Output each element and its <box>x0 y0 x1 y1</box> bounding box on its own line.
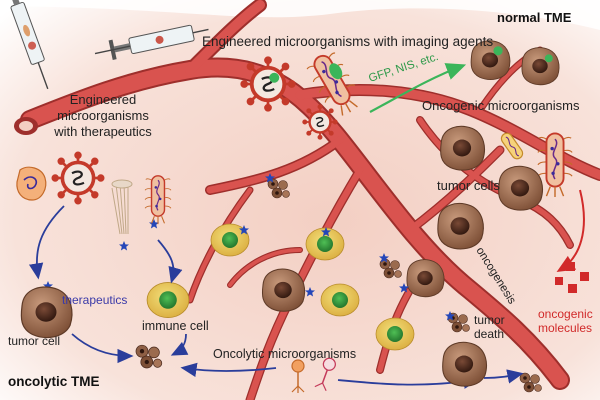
tumor-death-line2: death <box>474 327 504 341</box>
oncolytic-tme-label: oncolytic TME <box>8 374 100 389</box>
imaging-arrow <box>369 63 467 113</box>
tumor-death-line1: tumor <box>474 313 505 327</box>
tumor-cell <box>497 165 544 211</box>
immune-cell <box>320 283 360 317</box>
dying-tumor-cell <box>441 341 488 387</box>
oncogenic-small-bacterium-icon <box>500 132 524 160</box>
syringe-horizontal-icon <box>94 24 209 61</box>
tumor-cell <box>439 125 486 171</box>
tumor-cell <box>406 259 445 298</box>
oncogenic-molecules-line1: oncogenic <box>538 307 593 321</box>
imaging-bacterium-icon <box>302 47 367 122</box>
imaged-tumor-cell <box>521 47 560 86</box>
small-virus-icon <box>302 103 338 141</box>
oncogenic-molecules-line2: molecules <box>538 321 592 335</box>
tumor-cell <box>437 202 485 250</box>
immune-cell-label: immune cell <box>142 319 209 333</box>
imaged-tumor-cell <box>470 40 511 81</box>
immune-cell-left <box>146 281 190 319</box>
oncolytic-phage-icon <box>291 359 305 393</box>
therapeutics-label: therapeutics <box>62 293 127 307</box>
background-top-fade <box>0 0 600 30</box>
therapeutic-vesicle-icon <box>16 166 47 201</box>
syringe-vertical-icon <box>9 0 49 90</box>
imaging-agents-label: Engineered microorganisms with imaging a… <box>202 34 493 49</box>
vessel-lumen <box>19 121 33 131</box>
therapeutics-title-line1: Engineered <box>70 92 137 107</box>
therapeutics-title-line3: with therapeutics <box>53 124 152 139</box>
oncolytic-phage-icon <box>314 357 336 391</box>
therapeutic-virus-icon <box>50 151 106 205</box>
tumor-cells-label: tumor cells <box>437 178 500 193</box>
oncogenic-molecules-icon <box>555 262 589 293</box>
tumor-cell <box>261 268 306 312</box>
oncogenic-microorganisms-label: Oncogenic microorganisms <box>422 98 580 113</box>
tumor-cell-label: tumor cell <box>8 334 60 348</box>
oncolytic-microorganisms-label: Oncolytic microorganisms <box>213 347 356 361</box>
oncogenic-arrow <box>556 189 585 273</box>
therapeutic-fibrous-icon <box>111 179 133 235</box>
blue-flow-arrows <box>28 205 524 389</box>
immune-cell <box>375 317 415 351</box>
therapeutics-title-line2: microorganisms <box>57 108 149 123</box>
imaging-virus-icon <box>239 55 297 113</box>
normal-tme-label: normal TME <box>497 10 572 25</box>
